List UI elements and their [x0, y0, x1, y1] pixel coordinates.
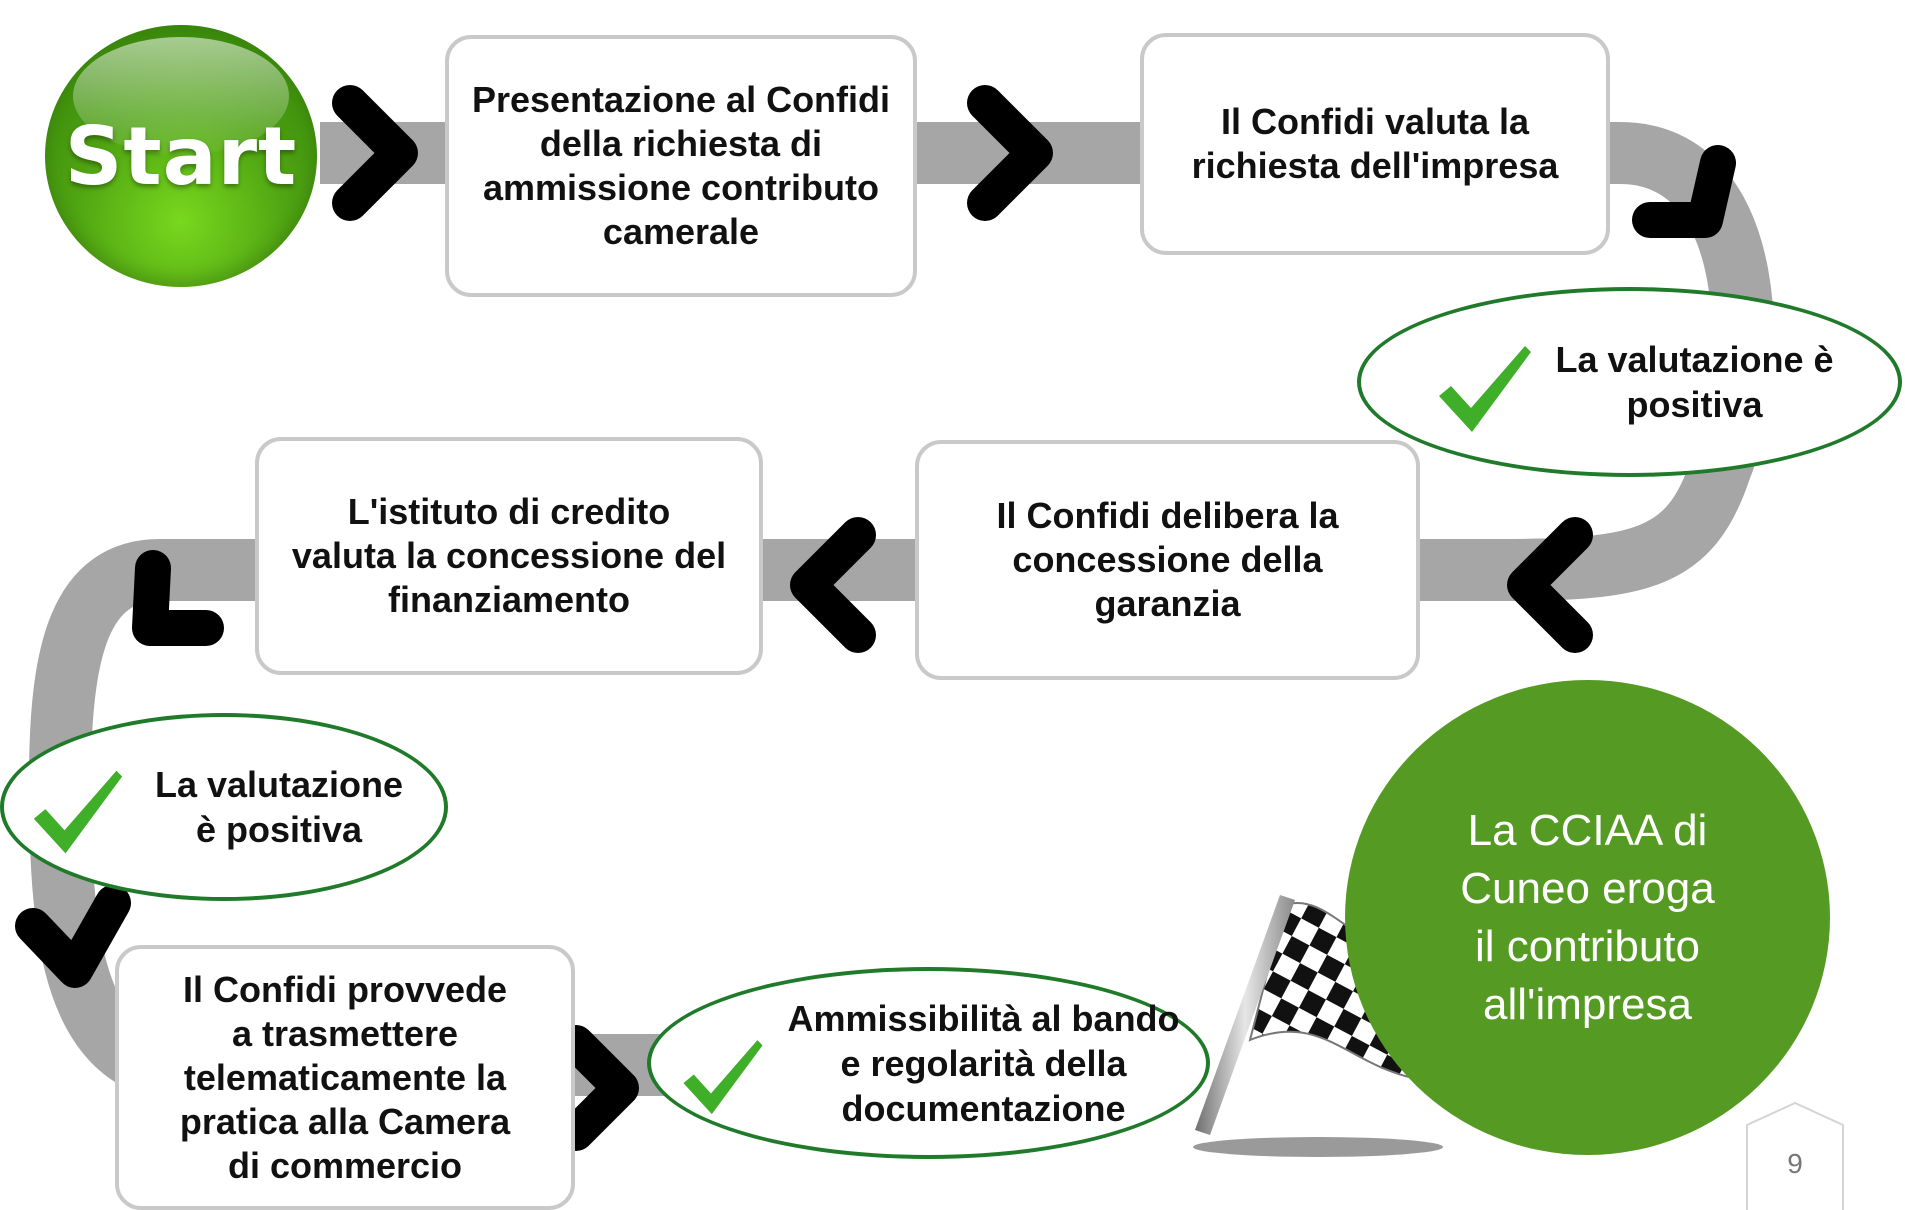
step-label: Il Confidi valuta la richiesta dell'impr… — [1191, 101, 1559, 186]
check-label: La valutazione è positiva — [154, 764, 404, 850]
step-label: Il Confidi delibera la concessione della… — [996, 495, 1339, 624]
step-box-delibera-garanzia: Il Confidi delibera la concessione della… — [915, 440, 1420, 680]
arrow-corner-down-icon — [132, 550, 224, 646]
arrow-corner-down-icon — [1632, 145, 1736, 238]
step-box-presentazione: Presentazione al Confidi della richiesta… — [445, 35, 917, 297]
checkmark-icon — [33, 770, 123, 854]
step-label: Presentazione al Confidi della richiesta… — [471, 79, 891, 252]
step-box-istituto-credito: L'istituto di credito valuta la concessi… — [255, 437, 763, 675]
checkmark-icon — [683, 1040, 763, 1115]
arrow-corner-down-icon — [15, 885, 131, 988]
check-label: Ammissibilità al bando e regolarità dell… — [787, 997, 1180, 1129]
arrow-left-icon — [1507, 517, 1593, 653]
step-label: L'istituto di credito valuta la concessi… — [291, 491, 727, 620]
checkmark-icon — [1439, 346, 1531, 432]
page-number: 9 — [1787, 1148, 1803, 1179]
arrow-right-icon — [967, 85, 1053, 221]
start-button: Start — [45, 25, 317, 287]
page-tab — [1746, 1101, 1844, 1210]
start-label: Start — [64, 109, 298, 203]
step-label: Il Confidi provvede a trasmettere telema… — [179, 968, 511, 1186]
step-box-valutazione-confidi: Il Confidi valuta la richiesta dell'impr… — [1140, 33, 1610, 255]
arrow-left-icon — [790, 517, 876, 653]
final-step-label: La CCIAA di Cuneo eroga il contributo al… — [1460, 805, 1715, 1029]
final-step-circle: La CCIAA di Cuneo eroga il contributo al… — [1345, 680, 1830, 1155]
arrow-right-icon — [332, 85, 418, 221]
flow-arrows — [15, 85, 1736, 1151]
check-label: La valutazione è positiva — [1555, 339, 1834, 425]
arrow-right-icon — [558, 1025, 639, 1151]
check-oval-valutazione-positiva-1: La valutazione è positiva — [1357, 287, 1902, 477]
check-oval-valutazione-positiva-2: La valutazione è positiva — [0, 713, 448, 901]
step-box-trasmissione-pratica: Il Confidi provvede a trasmettere telema… — [115, 945, 575, 1210]
